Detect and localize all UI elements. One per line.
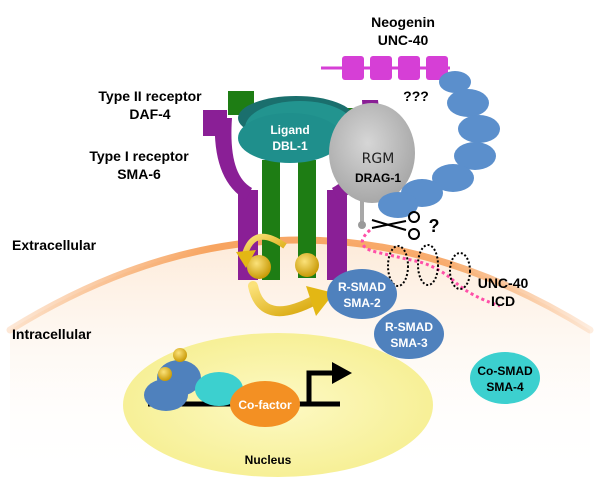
type2-receptor-name: DAF-4: [129, 106, 170, 122]
icd-title: UNC-40: [478, 275, 529, 291]
type2-receptor-title: Type II receptor: [98, 88, 202, 104]
neogenin-label: Neogenin: [371, 14, 435, 30]
icd-loop-b: [417, 244, 439, 286]
cosmad-sma4: [470, 352, 540, 404]
nucleus-label: Nucleus: [245, 453, 292, 467]
ligand-title: Ligand: [270, 123, 309, 137]
activation-arrowhead: [306, 286, 334, 316]
type1-receptor-title: Type I receptor: [89, 148, 189, 164]
transcription-arrowhead: [332, 362, 352, 384]
nuclear-phosphate-b: [158, 367, 172, 381]
cosmad-sma4-title: Co-SMAD: [477, 364, 533, 378]
unknown-ligand-label: ???: [403, 88, 429, 104]
icd-loop-c: [449, 252, 471, 290]
phosphorylation-loop-arrow: [242, 233, 287, 256]
cofactor: [230, 381, 300, 427]
rgm-title: RGM: [362, 151, 395, 167]
extracellular-label: Extracellular: [12, 237, 97, 253]
scissors-icon: [371, 211, 420, 240]
rgm-name: DRAG-1: [355, 171, 401, 185]
cosmad-sma4-name: SMA-4: [486, 380, 524, 394]
rsmad-sma2: [327, 269, 397, 319]
nuclear-cosmad: [195, 372, 243, 406]
rsmad-sma3-name: SMA-3: [390, 336, 428, 350]
rgm-drag1: [329, 103, 415, 203]
activation-arrow: [248, 281, 320, 317]
nuclear-phosphate-a: [173, 348, 187, 362]
intracellular-label: Intracellular: [12, 326, 92, 342]
rsmad-sma2-name: SMA-2: [343, 296, 381, 310]
nuclear-rsmad-b: [144, 379, 188, 411]
unc40-label: UNC-40: [378, 32, 429, 48]
icd-name: ICD: [491, 293, 515, 309]
cofactor-label: Co-factor: [238, 398, 292, 412]
neogenin-ig-domains: [378, 71, 500, 218]
cleavage-question: ?: [429, 216, 440, 236]
rgm-anchor-dot: [358, 221, 366, 229]
phosphate-left: [247, 255, 271, 279]
ligand-dbl1: [238, 96, 355, 163]
icd-loop-a: [387, 245, 409, 287]
rsmad-sma3: [374, 309, 444, 359]
phosphorylation-loop-head: [236, 250, 256, 268]
rsmad-sma2-title: R-SMAD: [338, 280, 386, 294]
ligand-name: DBL-1: [272, 139, 308, 153]
type1-receptor-name: SMA-6: [117, 166, 161, 182]
phosphate-right: [295, 253, 319, 277]
rsmad-sma3-title: R-SMAD: [385, 320, 433, 334]
neogenin-fn3-domains: [321, 56, 450, 80]
transcription-start-arrow: [306, 370, 335, 404]
